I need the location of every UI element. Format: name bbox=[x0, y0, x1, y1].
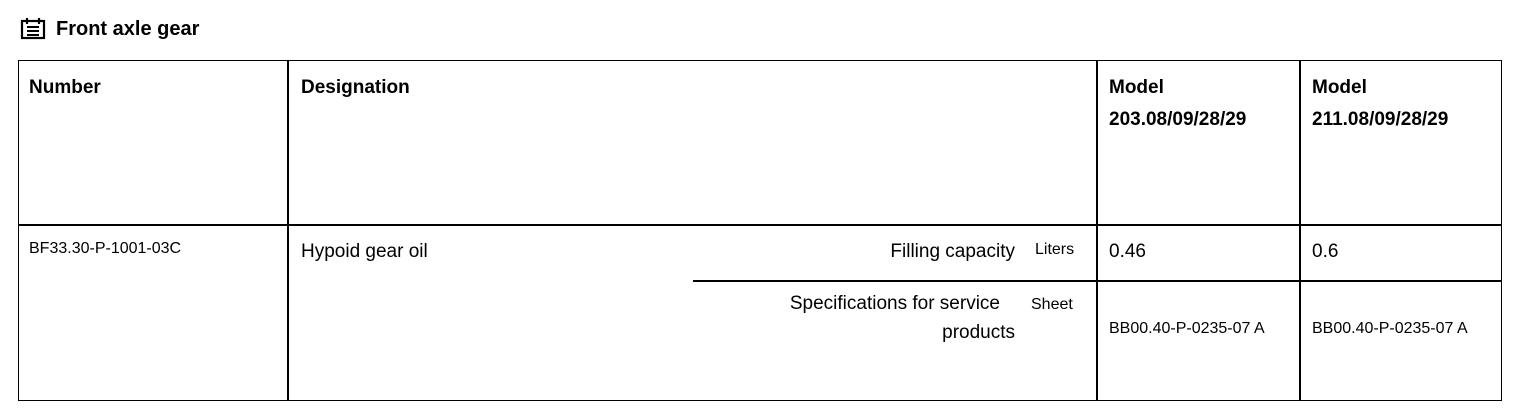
header-model1-label: Model bbox=[1109, 77, 1164, 98]
spec-unit: Sheet bbox=[1031, 296, 1073, 313]
filling-capacity-model1: 0.46 bbox=[1109, 241, 1146, 262]
header-model2-code: 211.08/09/28/29 bbox=[1312, 109, 1449, 130]
header-model1-code: 203.08/09/28/29 bbox=[1109, 109, 1247, 130]
row-number: BF33.30-P-1001-03C bbox=[29, 240, 182, 257]
section-header: Front axle gear bbox=[20, 14, 199, 44]
header-number: Number bbox=[29, 77, 101, 98]
filling-capacity-label: Filling capacity bbox=[890, 241, 1015, 262]
document-list-icon bbox=[20, 16, 48, 42]
row-designation: Hypoid gear oil bbox=[301, 241, 428, 262]
spec-model2: BB00.40-P-0235-07 A bbox=[1312, 320, 1468, 337]
column-divider bbox=[1299, 61, 1301, 400]
spec-label-line2: products bbox=[942, 322, 1015, 343]
filling-capacity-unit: Liters bbox=[1035, 241, 1075, 258]
row-divider bbox=[693, 280, 1501, 282]
header-designation: Designation bbox=[301, 77, 410, 98]
header-model2-label: Model bbox=[1312, 77, 1367, 98]
column-divider bbox=[1096, 61, 1098, 400]
filling-capacity-model2: 0.6 bbox=[1312, 241, 1339, 262]
row-divider bbox=[19, 224, 1501, 226]
specification-table: Number Designation Model 203.08/09/28/29… bbox=[18, 60, 1502, 401]
section-title: Front axle gear bbox=[56, 17, 200, 40]
spec-model1: BB00.40-P-0235-07 A bbox=[1109, 320, 1265, 337]
spec-label-line1: Specifications for service bbox=[789, 293, 1000, 314]
column-divider bbox=[287, 61, 289, 400]
